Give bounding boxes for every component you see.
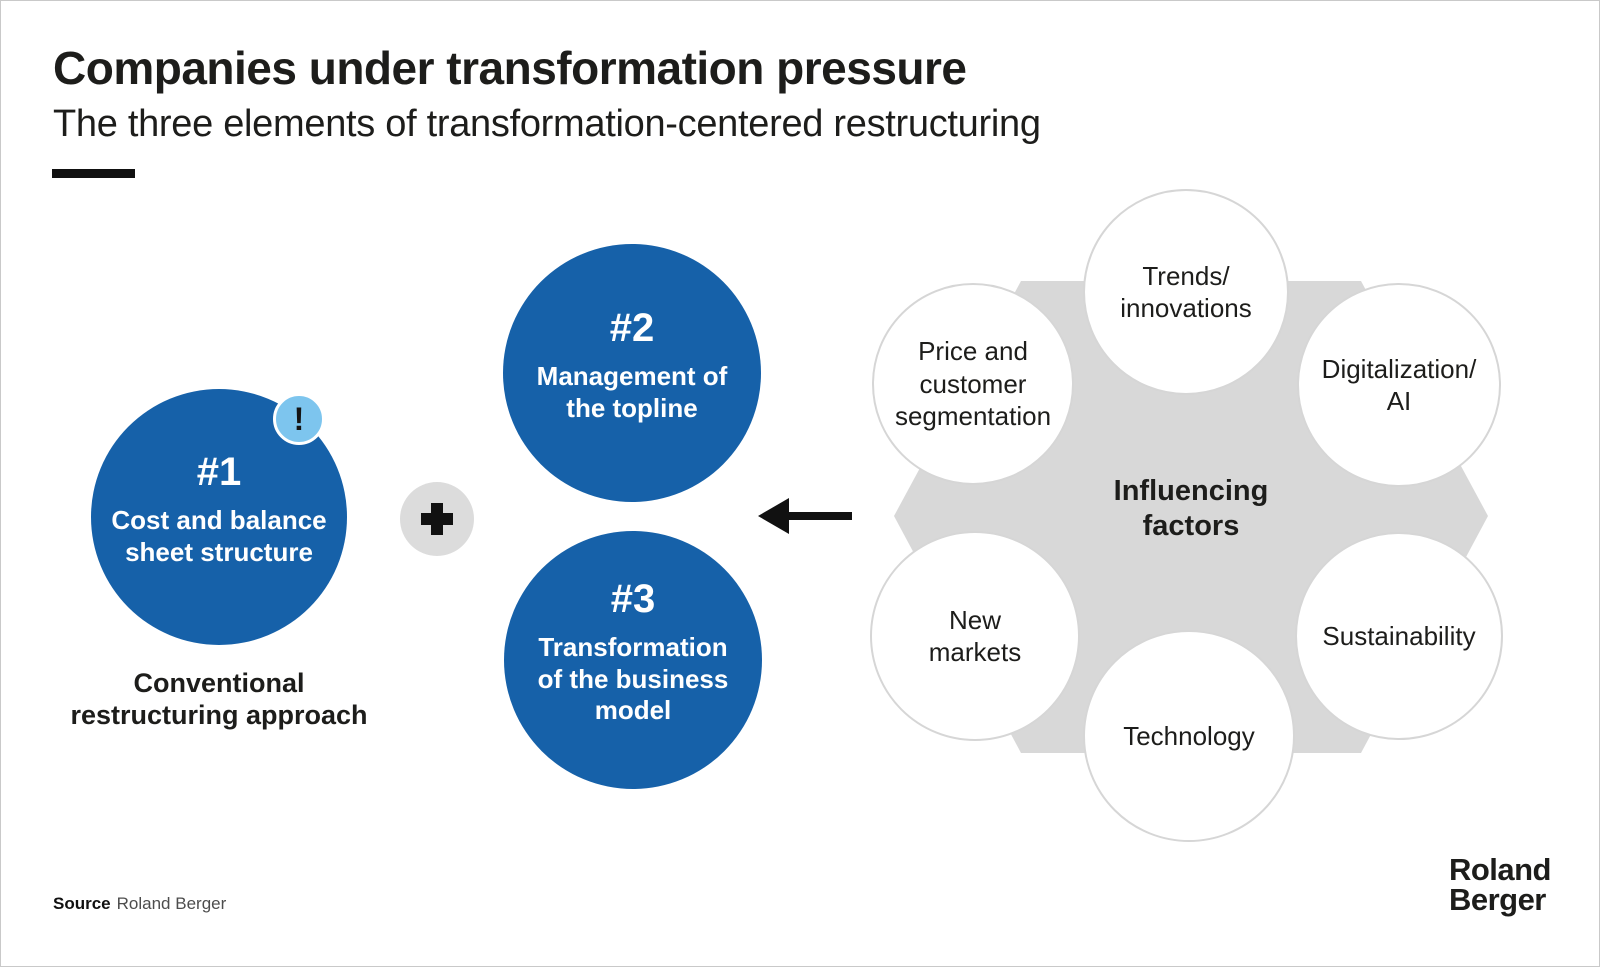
element-3-label: Transformation of the business model bbox=[537, 631, 729, 726]
influencing-factors-title: Influencing factors bbox=[1113, 475, 1269, 542]
source-label: Source bbox=[53, 894, 111, 913]
element-circle-3: #3 Transformation of the business model bbox=[504, 531, 762, 789]
element-circle-2: #2 Management of the topline bbox=[503, 244, 761, 502]
alert-badge: ! bbox=[273, 393, 325, 445]
roland-berger-logo: Roland Berger bbox=[1448, 852, 1552, 918]
title-underline bbox=[52, 169, 135, 178]
plus-cross-glyph bbox=[421, 503, 453, 535]
factor-circle-sustainability: Sustainability bbox=[1295, 532, 1503, 740]
factor-circle-new-markets: New markets bbox=[870, 531, 1080, 741]
factor-circle-digitalization-ai: Digitalization/ AI bbox=[1297, 283, 1501, 487]
factor-circle-price-segmentation: Price and customer segmentation bbox=[872, 283, 1074, 485]
left-arrow-icon bbox=[758, 498, 852, 534]
plus-icon bbox=[400, 482, 474, 556]
factor-circle-trends: Trends/ innovations bbox=[1083, 189, 1289, 395]
source-line: Source Roland Berger bbox=[53, 894, 226, 914]
element-1-label: Cost and balance sheet structure bbox=[111, 504, 327, 567]
exclamation-icon: ! bbox=[293, 400, 305, 437]
element-1-number: #1 bbox=[196, 449, 242, 494]
factor-circle-technology: Technology bbox=[1083, 630, 1295, 842]
page-title: Companies under transformation pressure bbox=[53, 42, 967, 94]
source-value: Roland Berger bbox=[116, 894, 227, 913]
page-subtitle: The three elements of transformation-cen… bbox=[53, 103, 1041, 145]
element-3-number: #3 bbox=[610, 576, 656, 621]
element-2-number: #2 bbox=[609, 305, 655, 350]
conventional-caption: Conventional restructuring approach bbox=[70, 668, 368, 731]
element-2-label: Management of the topline bbox=[536, 360, 728, 423]
